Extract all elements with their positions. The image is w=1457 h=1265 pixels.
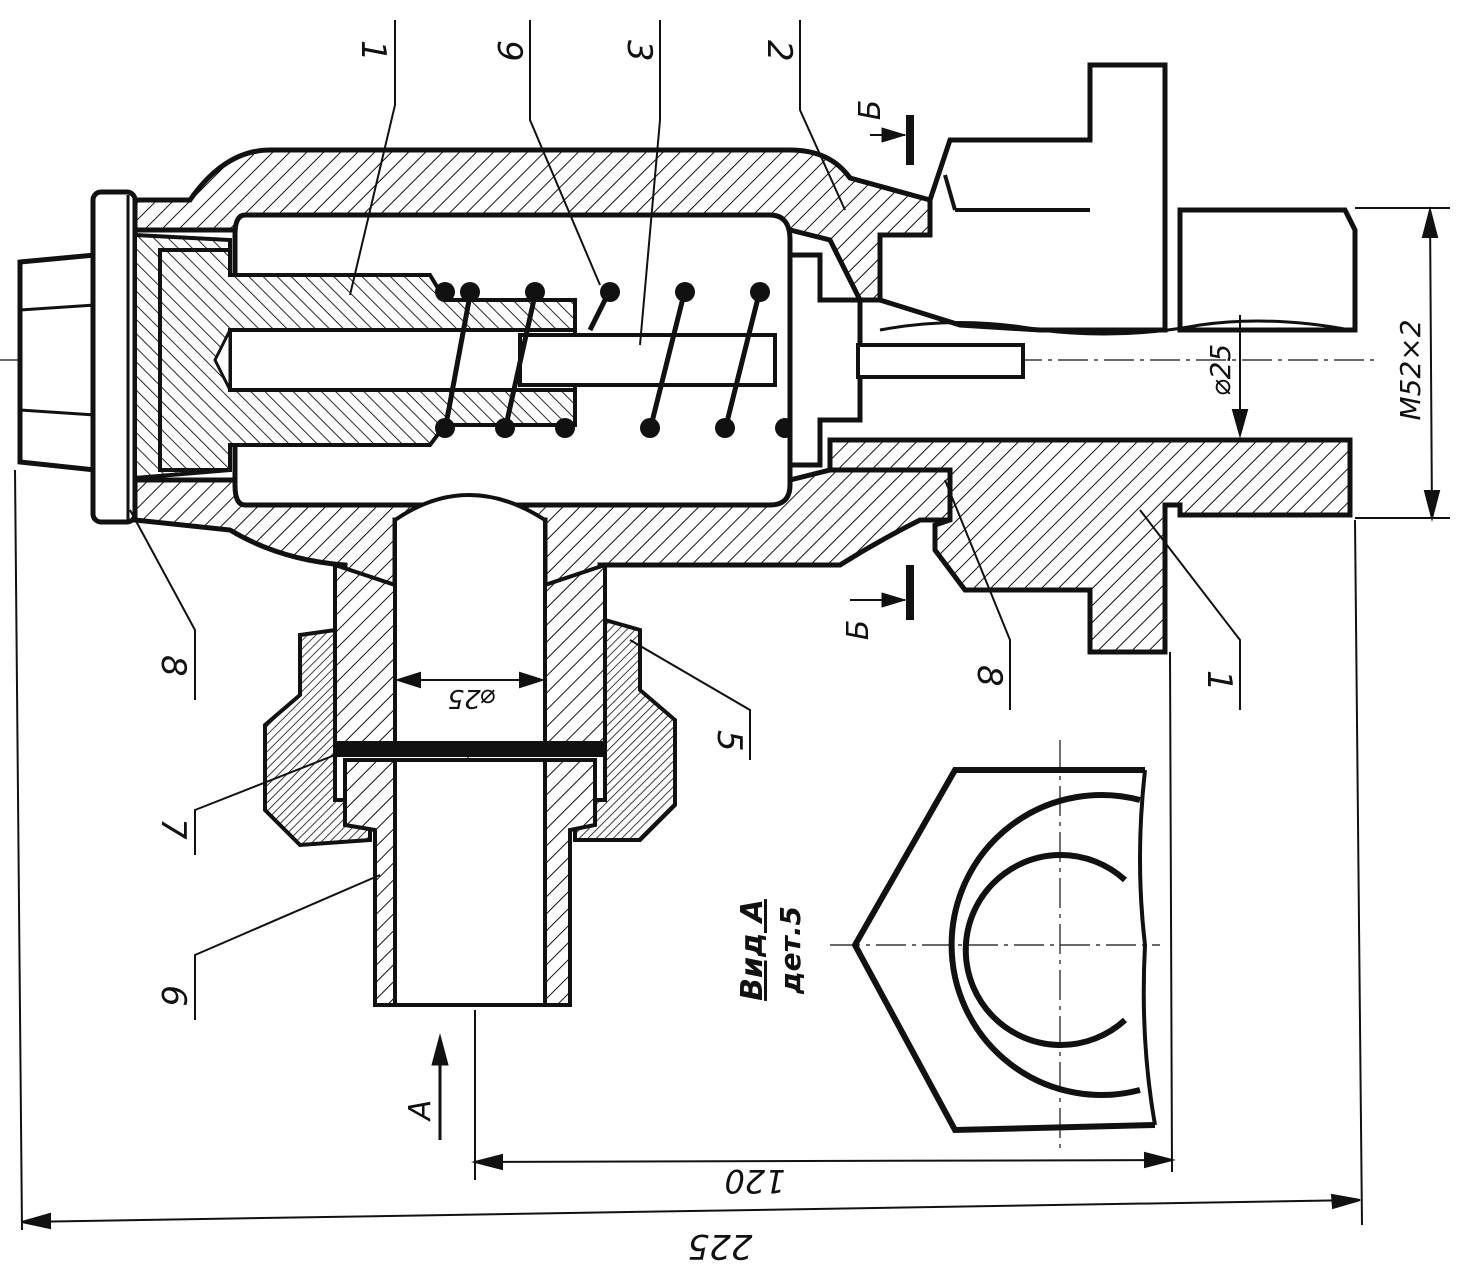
view-a-inner-arc	[962, 852, 1128, 1048]
spring-section	[435, 282, 455, 302]
disk-guide	[856, 343, 1025, 379]
spring-section	[715, 418, 735, 438]
seat-thread	[1177, 207, 1358, 333]
view-a-caption-line1: Вид А	[735, 899, 770, 1001]
arrow-d25	[1231, 409, 1249, 439]
guide-sleeve-part-4	[158, 248, 577, 472]
arrow-m52-bottom	[1423, 490, 1441, 522]
section-b-bottom-arrow	[881, 592, 907, 608]
section-b-bottom-label: Б	[841, 620, 876, 641]
spring-section	[435, 418, 455, 438]
view-a-cut	[1138, 769, 1157, 1126]
view-a-arrow	[431, 1033, 449, 1066]
dim-120-ext-right	[1169, 651, 1173, 1173]
cap-nut-facet	[19, 408, 96, 417]
leader-1	[1139, 509, 1241, 710]
section-b-top-label: Б	[853, 100, 888, 121]
label-part-9: 9	[489, 40, 529, 62]
spring-coil	[722, 289, 763, 431]
label-part-2: 2	[759, 40, 799, 62]
view-a-outer-arc	[948, 792, 1141, 1098]
arrow-225-right	[1330, 1193, 1361, 1210]
arrow-120-right	[1144, 1151, 1176, 1169]
leader-4	[349, 20, 396, 296]
spring-coil	[442, 294, 473, 431]
arrow-225-left	[21, 1212, 51, 1230]
nipple-bore	[393, 758, 547, 1007]
arrow-120-left	[471, 1153, 503, 1171]
label-part-6: 6	[153, 985, 193, 1007]
seat-break-line	[879, 319, 1351, 336]
spring-part-9	[435, 282, 795, 438]
dim-d25-label: ⌀25	[1204, 344, 1237, 397]
spring-section	[750, 282, 770, 302]
stem-rod	[518, 333, 777, 387]
arrow-inlet-d25-right	[519, 671, 546, 689]
section-marks	[431, 115, 914, 1140]
inlet-boss-right	[543, 562, 607, 752]
spring-section	[640, 418, 660, 438]
dim-225-line	[21, 1199, 1361, 1223]
label-part-4: 1	[353, 40, 393, 62]
dim-m52-label: M52×2	[1394, 319, 1427, 420]
inlet-boss	[333, 562, 397, 752]
sleeve-bore-tip	[213, 329, 232, 391]
seat-hex-line	[943, 174, 957, 211]
dim-120-label: 120	[724, 1162, 785, 1200]
leader-9	[529, 20, 601, 286]
label-part-8-left: 8	[153, 655, 193, 677]
spring-coil	[647, 289, 688, 431]
nipple-right-wall	[543, 758, 597, 1007]
dim-m52-line	[1429, 209, 1433, 519]
spring-section	[555, 418, 575, 438]
labels: 1 9 3 2 8 8 1 5 7 6 225 120 M52×2 ⌀25 ⌀2…	[153, 40, 1427, 1265]
arrow-inlet-d25-left	[394, 671, 421, 689]
dim-120-line	[474, 1159, 1173, 1163]
cap-nut-facet	[19, 303, 96, 312]
dim-225-ext-left	[14, 469, 23, 1231]
view-a-arrow-label: A	[403, 1100, 438, 1123]
dimension-lines	[14, 206, 1450, 1231]
seat-hatch	[827, 437, 1353, 655]
leader-8-left	[129, 509, 196, 700]
nipple-part-6	[343, 758, 597, 1007]
section-b-top-arrow	[881, 127, 907, 143]
spring-section	[525, 282, 545, 302]
label-part-1: 1	[1199, 670, 1239, 692]
stem-part-3	[518, 333, 777, 387]
dim-inlet-d25-label: ⌀25	[448, 683, 497, 713]
view-a	[851, 767, 1157, 1134]
leader-8-right	[944, 479, 1011, 710]
leader-6	[194, 874, 381, 1020]
leader-7	[194, 754, 336, 855]
cap-nut-hex	[17, 252, 98, 473]
gasket-part-7	[334, 741, 606, 757]
valve-disk	[787, 252, 1025, 468]
spring-section	[675, 282, 695, 302]
cap-nut	[17, 189, 138, 525]
inlet-bore	[393, 493, 547, 752]
spring-section	[600, 282, 620, 302]
arrow-m52-top	[1421, 206, 1439, 238]
label-part-3: 3	[619, 40, 659, 62]
leader-5	[629, 639, 751, 760]
dim-225-ext-right	[1354, 519, 1363, 1226]
seat-body	[877, 62, 1168, 333]
seat-part-1	[827, 62, 1358, 655]
label-part-5: 5	[709, 730, 749, 752]
label-part-7: 7	[153, 818, 193, 840]
label-part-8-right: 8	[969, 665, 1009, 687]
spring-section	[460, 282, 480, 302]
disk-body	[787, 252, 863, 468]
leader-3	[639, 20, 661, 346]
dim-225-label: 225	[688, 1226, 753, 1265]
leader-2	[799, 20, 846, 211]
spring-section	[495, 418, 515, 438]
view-a-caption-line2: дет.5	[774, 906, 807, 995]
nipple-left-wall	[343, 758, 397, 1007]
view-a-hex	[851, 767, 1156, 1134]
spring-coil	[502, 294, 538, 431]
leader-lines	[129, 20, 1241, 1020]
